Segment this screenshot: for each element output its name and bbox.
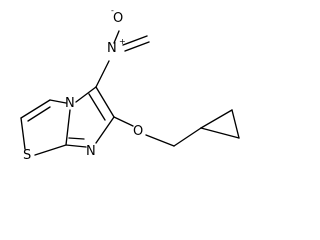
ether-oxygen-atom-label: O: [133, 124, 143, 139]
bond-c-c-imidazole-top-double: [88, 93, 106, 121]
bond-c-o-ether: [113, 116, 134, 127]
nitro-oxygen-negative-charge: -: [111, 6, 114, 15]
bond-cyclopropyl-bottom: [200, 127, 240, 139]
bridge-nitrogen-atom-label: N: [65, 96, 75, 111]
chemical-structure-diagram: S N N N + O - O: [20, 6, 240, 163]
bond-n-o-nitro-top: [113, 30, 120, 44]
bond-c-c-thiazole-top-double: [27, 106, 51, 122]
bond-n-o-nitro-right: [122, 35, 148, 46]
bond-n-c-fused-imine-double: [68, 137, 85, 140]
bond-n-c-fused-imine: [65, 144, 87, 148]
imine-nitrogen-atom-label: N: [86, 144, 96, 159]
bond-c-n-nitro: [95, 60, 110, 88]
bond-cyclopropyl-right: [231, 109, 240, 139]
bond-o-ch2: [145, 134, 175, 147]
nitro-nitrogen-atom-label: N: [107, 41, 117, 56]
bond-n-o-nitro-right-double: [124, 41, 150, 52]
bond-n-c-fused: [65, 109, 71, 146]
bond-layer: [20, 30, 240, 156]
nitro-nitrogen-positive-charge: +: [119, 37, 126, 46]
bond-s-c-fused: [34, 144, 67, 156]
bond-c-n-imine-right: [95, 116, 115, 144]
bond-c-c-thiazole-top: [20, 99, 51, 119]
molecule-svg: S N N N + O - O: [20, 6, 240, 163]
bond-c-n-bridge-left: [49, 99, 67, 104]
bond-ch2-cyclopropyl: [173, 127, 202, 147]
sulfur-atom-label: S: [23, 148, 31, 163]
bond-cyclopropyl-left: [200, 109, 233, 129]
bond-s-c-left: [20, 117, 26, 150]
nitro-oxygen-atom-label: O: [113, 11, 123, 26]
bond-n-c-nitro-carbon: [75, 86, 97, 103]
bond-c-c-imidazole-top: [95, 86, 115, 118]
atom-label-layer: S N N N + O - O: [23, 6, 143, 163]
